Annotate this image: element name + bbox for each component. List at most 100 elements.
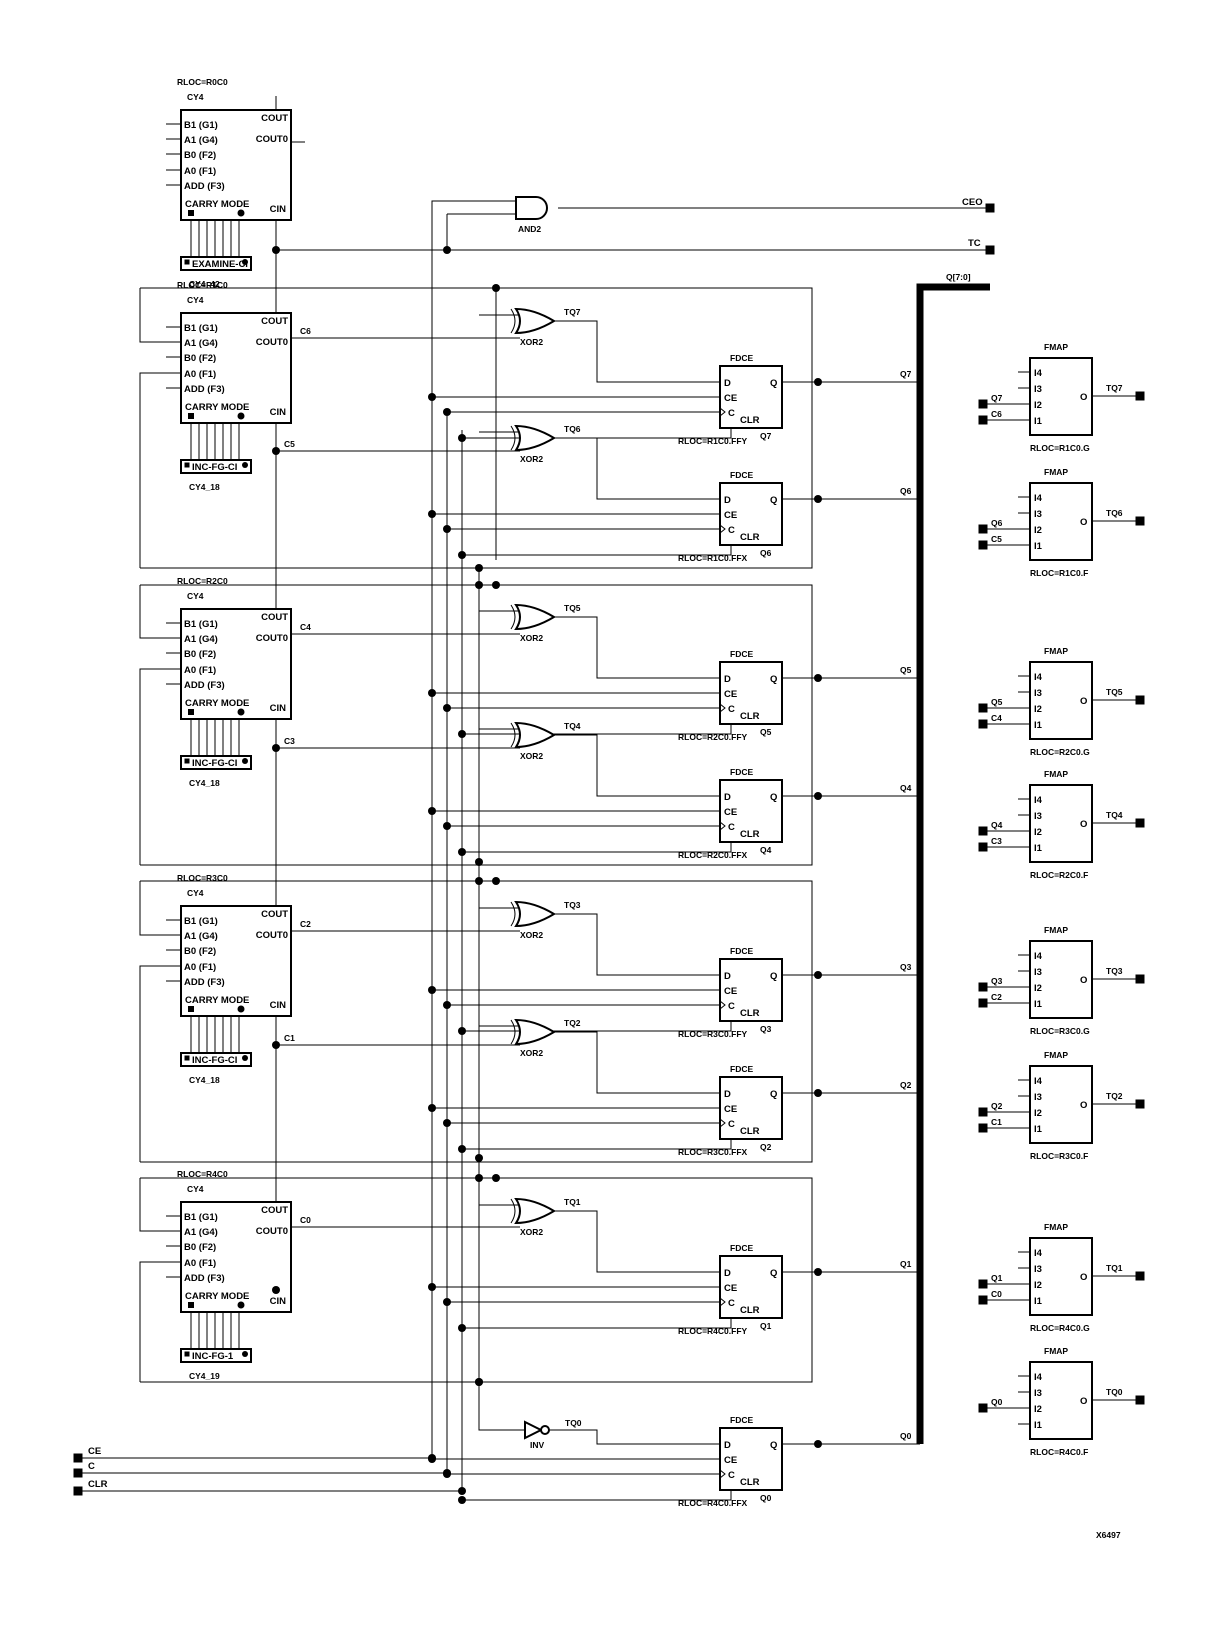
- fdce-d-pin: D: [724, 674, 731, 685]
- cy4-pin-label: A1 (G4): [184, 1227, 218, 1238]
- fmap-q-input-label: Q2: [991, 1101, 1003, 1111]
- fdce-c-pin: C: [728, 1001, 735, 1012]
- fdce-q-pin: Q: [770, 971, 777, 982]
- inv-label: INV: [530, 1440, 545, 1450]
- fmap-pin-label: I1: [1034, 1296, 1043, 1307]
- fmap-pin-label: I1: [1034, 720, 1043, 731]
- fmap-c-input-label: C5: [991, 534, 1002, 544]
- fdce-clr-pin: CLR: [740, 1008, 760, 1019]
- cy4-pin-label: A1 (G4): [184, 634, 218, 645]
- fmap-block: [1029, 1065, 1093, 1144]
- cy4-block: [180, 608, 292, 720]
- feedback-to-a0: [139, 965, 181, 1162]
- junction-dot: [492, 581, 500, 589]
- cy4-instance-name: CY4_18: [189, 482, 220, 492]
- and2-label: AND2: [518, 224, 541, 234]
- clock-triangle: [719, 821, 726, 831]
- xor2-gate: [514, 1197, 556, 1225]
- fdce-flipflop: [719, 1255, 783, 1319]
- junction-dot: [428, 510, 436, 518]
- junction-dot: [428, 393, 436, 401]
- ff-clr-wire: [462, 1139, 732, 1150]
- junction-dot: [443, 704, 451, 712]
- fmap-pin-label: I4: [1034, 951, 1043, 962]
- cout0-label: COUT0: [256, 1226, 288, 1237]
- cout-label: COUT: [261, 316, 288, 327]
- junction-dot: [814, 1089, 822, 1097]
- tq-label: TQ1: [564, 1197, 581, 1207]
- c-input-label: C: [88, 1461, 95, 1472]
- cout-label: COUT: [261, 612, 288, 623]
- fdce-rloc-label: RLOC=R3C0.FFX: [678, 1147, 748, 1157]
- junction-dot: [458, 1324, 466, 1332]
- cin-label: CIN: [270, 1000, 287, 1011]
- fmap-c-input-port: [978, 415, 988, 425]
- fmap-block: [1029, 1237, 1093, 1316]
- cy4-block: [180, 1201, 292, 1313]
- tq-label: TQ7: [564, 307, 581, 317]
- fdce-ce-pin: CE: [724, 807, 737, 818]
- cy4-pin-label: ADD (F3): [184, 680, 225, 691]
- bus-tap-label: Q3: [900, 962, 912, 972]
- fmap-output-port: [1135, 391, 1145, 401]
- mode-pin: [184, 259, 190, 265]
- clr-input-label: CLR: [88, 1479, 108, 1490]
- fmap-pin-label: I2: [1034, 525, 1042, 536]
- cy4-block: [180, 905, 292, 1017]
- mode-pin: [242, 462, 248, 468]
- fmap-c-input-port: [978, 719, 988, 729]
- cout0-label: COUT0: [256, 633, 288, 644]
- fmap-q-input-port: [978, 1279, 988, 1289]
- mode-pin: [242, 1055, 248, 1061]
- cy4-pin-label: ADD (F3): [184, 1273, 225, 1284]
- fdce-q-pin: Q: [770, 792, 777, 803]
- cy4-pin-label: B1 (G1): [184, 120, 218, 131]
- fmap-pin-label: I3: [1034, 1092, 1042, 1103]
- xor2-gate: [514, 424, 556, 452]
- mode-pin: [237, 708, 245, 716]
- junction-dot: [443, 1001, 451, 1009]
- fdce-rloc-label: RLOC=R4C0.FFY: [678, 1326, 748, 1336]
- cy4-pin-label: B1 (G1): [184, 916, 218, 927]
- carry-mode-name: INC-FG-CI: [192, 758, 237, 769]
- cout0-net-label: C0: [300, 1215, 311, 1225]
- fdce-rloc-label: RLOC=R3C0.FFY: [678, 1029, 748, 1039]
- xor2-label: XOR2: [520, 1227, 543, 1237]
- fmap-c-input-label: C2: [991, 992, 1002, 1002]
- tq-to-d-wire: [554, 913, 720, 976]
- fmap-pin-label: I2: [1034, 400, 1042, 411]
- cout-label: COUT: [261, 1205, 288, 1216]
- fmap-type-label: FMAP: [1044, 1222, 1068, 1232]
- junction-dot: [814, 495, 822, 503]
- fdce-d-pin: D: [724, 495, 731, 506]
- fdce-rloc-label: RLOC=R2C0.FFY: [678, 732, 748, 742]
- cy4-pin-label: A1 (G4): [184, 931, 218, 942]
- fdce-instance-label: Q5: [760, 727, 772, 737]
- fdce-type-label: FDCE: [730, 1243, 753, 1253]
- q0-feedback-to-inv: [478, 1382, 525, 1431]
- fmap-q-input-port: [978, 982, 988, 992]
- fdce-type-label: FDCE: [730, 767, 753, 777]
- fmap-out-label: TQ5: [1106, 687, 1123, 697]
- tq-to-d-wire: [554, 320, 720, 383]
- fmap-pin-label: I4: [1034, 493, 1043, 504]
- fdce-rloc-label: RLOC=R2C0.FFX: [678, 850, 748, 860]
- carry-mode-name: EXAMINE-CI: [192, 259, 248, 270]
- cout0-label: COUT0: [256, 134, 288, 145]
- carry-mode-box: [180, 256, 252, 271]
- fdce-type-label: FDCE: [730, 649, 753, 659]
- fmap-pin-label: I3: [1034, 967, 1042, 978]
- fmap-q-input-label: Q1: [991, 1273, 1003, 1283]
- fmap-output-port: [1135, 1099, 1145, 1109]
- fmap-pin-label: I4: [1034, 368, 1043, 379]
- xor2-back-curve: [510, 1198, 516, 1224]
- ff-clr-wire: [462, 545, 732, 556]
- fdce-type-label: FDCE: [730, 353, 753, 363]
- fmap-q-input-label: Q7: [991, 393, 1003, 403]
- tq-to-d-wire: [554, 1210, 720, 1273]
- fdce-d-pin: D: [724, 792, 731, 803]
- fdce-type-label: FDCE: [730, 1415, 753, 1425]
- cy4-instance-name: CY4_18: [189, 778, 220, 788]
- xor2-back-curve: [510, 722, 516, 748]
- cin-label: CIN: [270, 703, 287, 714]
